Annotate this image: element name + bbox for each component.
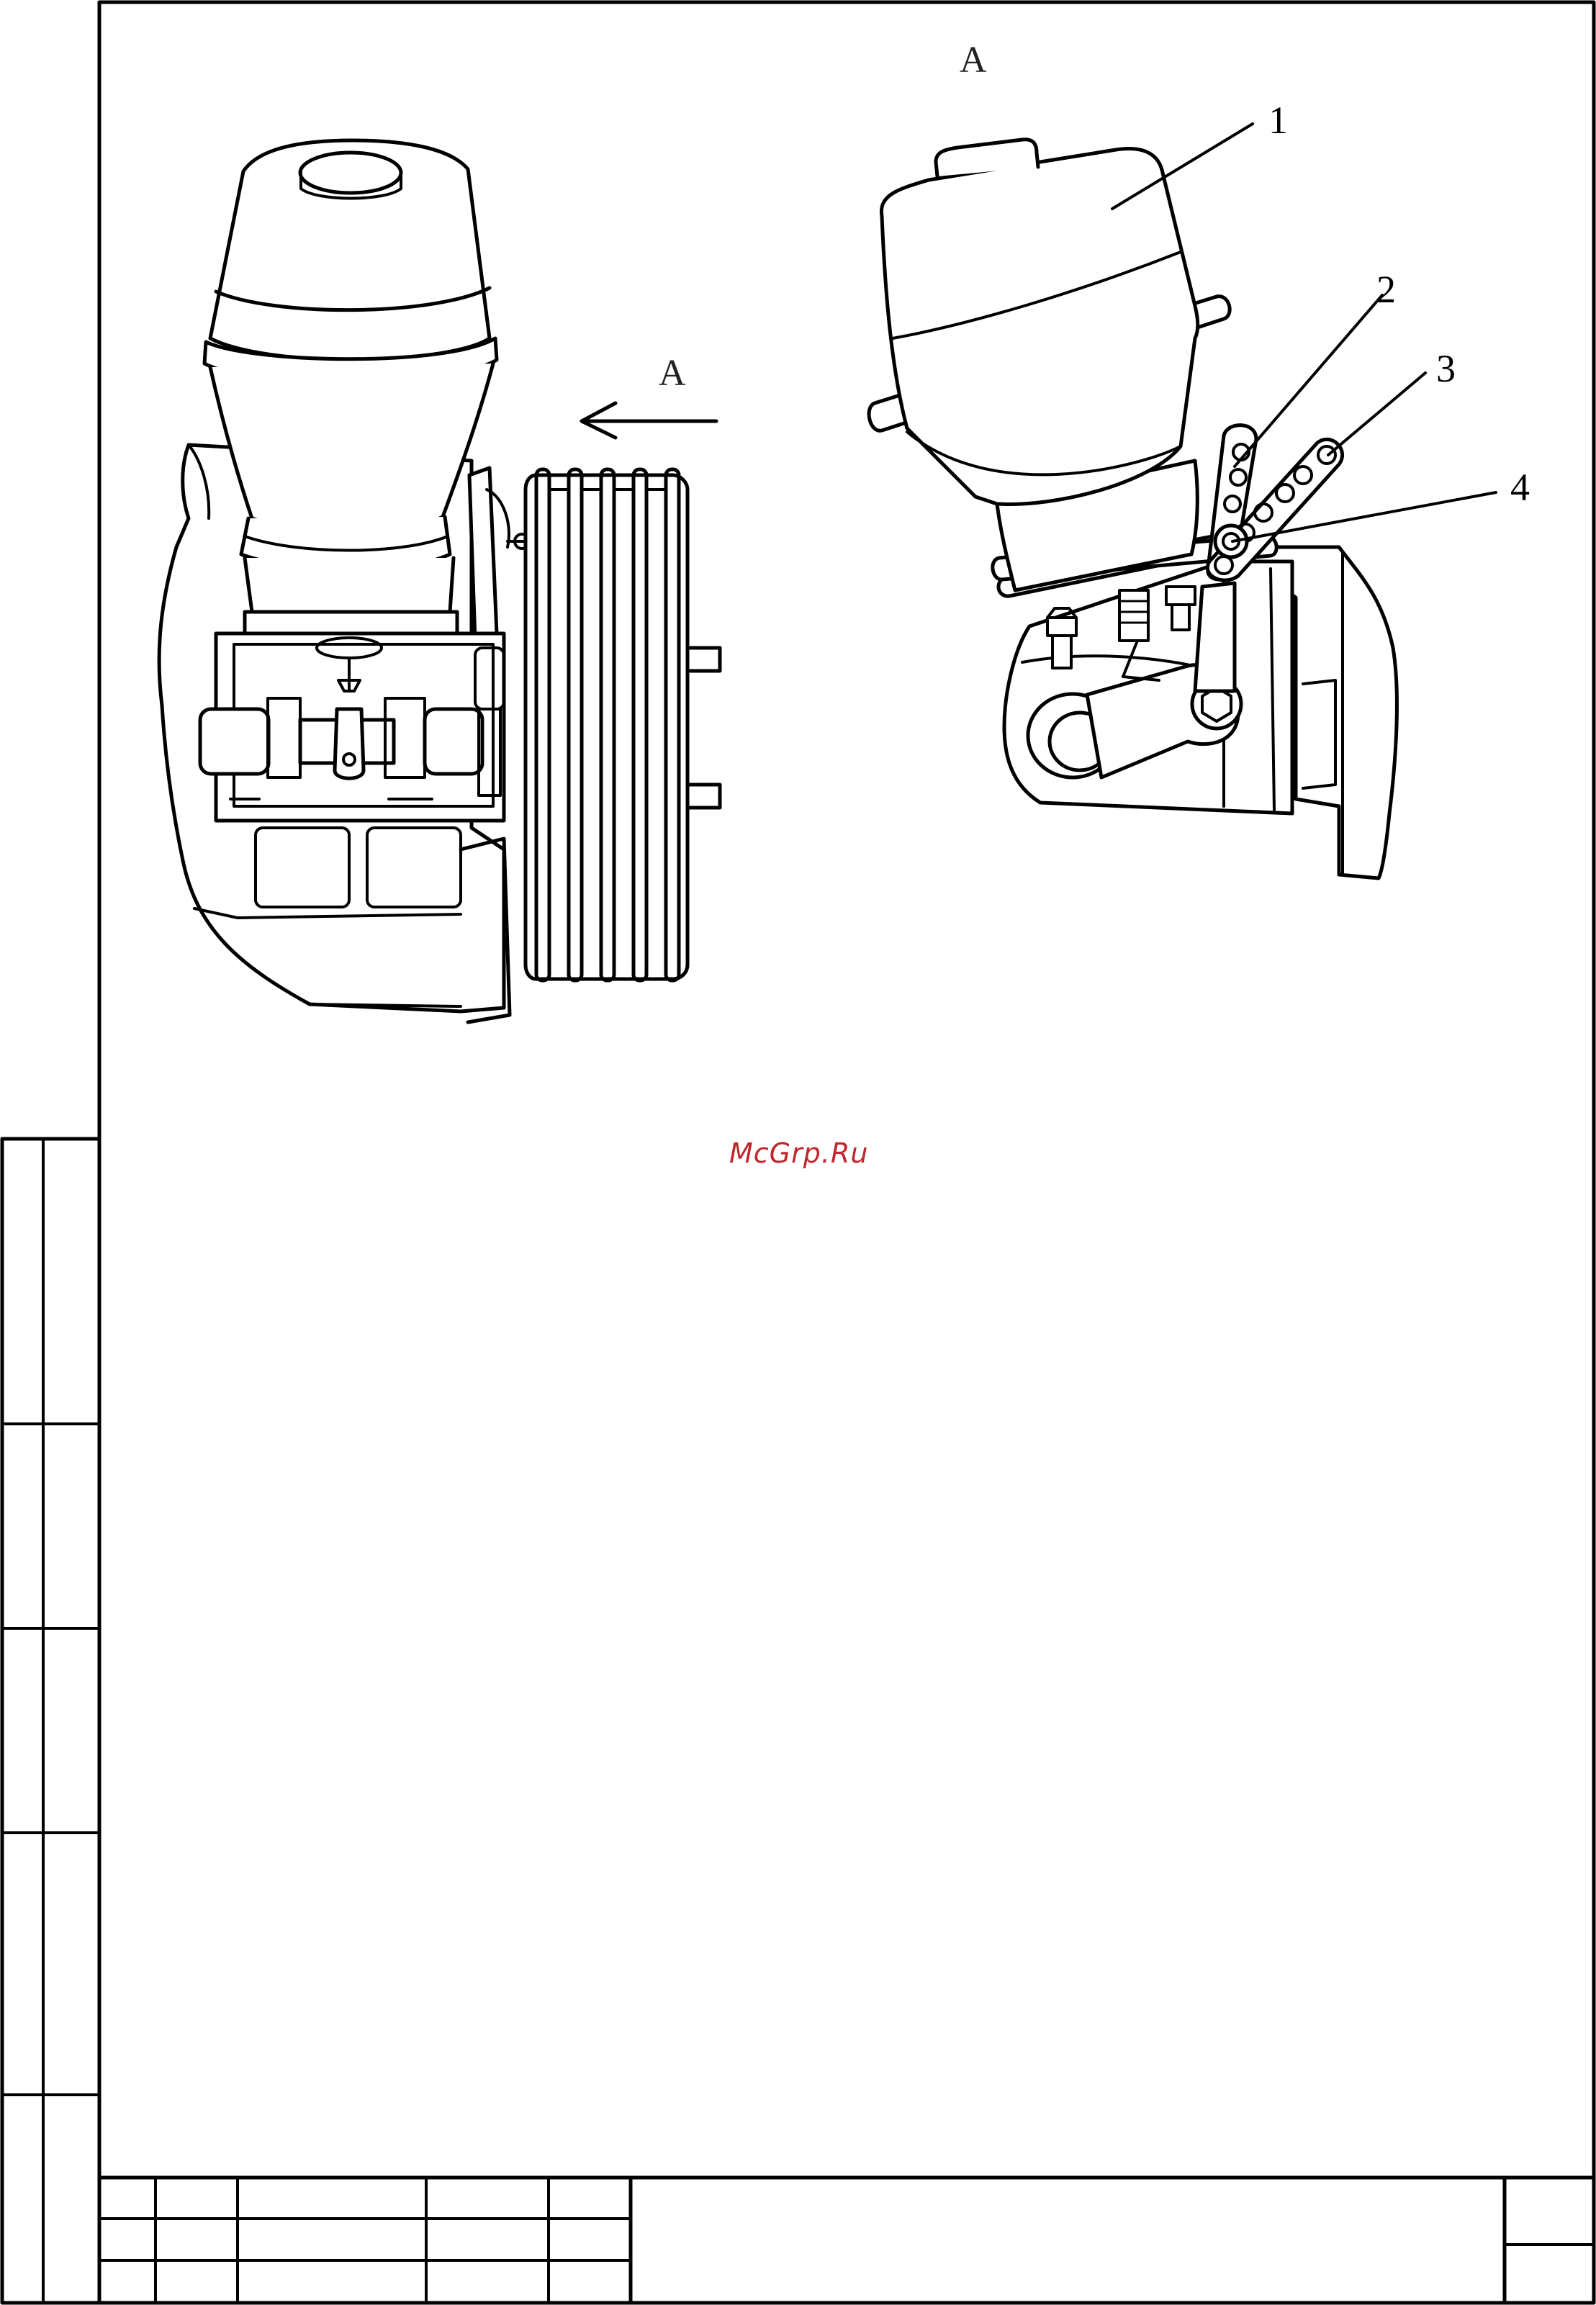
callout-4: 4 <box>1510 466 1530 509</box>
view-arrow <box>582 403 716 438</box>
callout-2: 2 <box>1376 268 1396 311</box>
pulley <box>526 469 720 980</box>
callout-1: 1 <box>1268 99 1288 142</box>
callout-3: 3 <box>1436 347 1456 390</box>
view-title: A <box>960 40 987 81</box>
watermark-text: McGrp.Ru <box>729 1137 868 1169</box>
view-marker-label: A <box>659 353 686 394</box>
title-block <box>99 2178 1594 2303</box>
view-a-drawing <box>869 124 1496 878</box>
side-view-drawing <box>159 140 720 1022</box>
